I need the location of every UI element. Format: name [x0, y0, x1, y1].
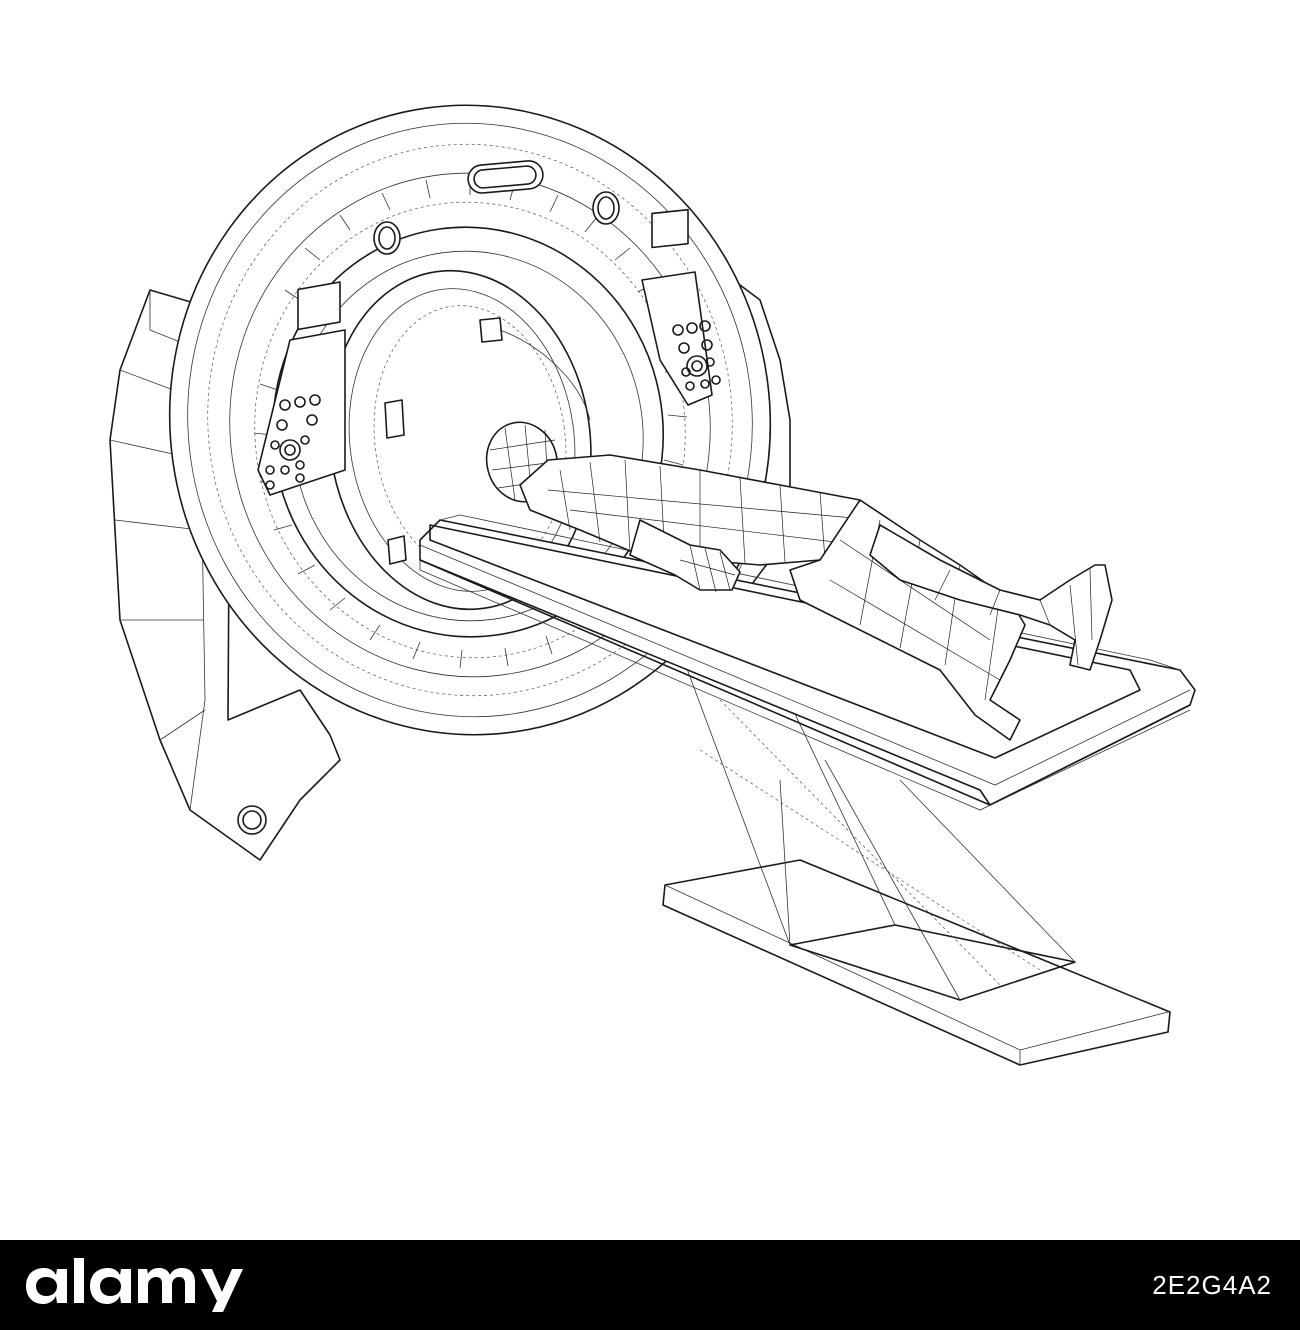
- watermark-bar: 2E2G4A2: [0, 1240, 1300, 1330]
- port-icon: [592, 191, 620, 225]
- button-grid-icon: [265, 394, 321, 490]
- ct-scanner-drawing: [109, 104, 1196, 1066]
- patient-figure: [485, 421, 1113, 741]
- bolt-icon: [237, 805, 267, 835]
- table-stand: [662, 639, 1171, 1066]
- ct-scanner-illustration: [109, 104, 1196, 1066]
- alamy-logo: [26, 1258, 243, 1312]
- port-icon: [373, 221, 401, 255]
- handle-slot-icon: [467, 160, 544, 194]
- image-id: 2E2G4A2: [1152, 1270, 1272, 1300]
- control-panel-right: [641, 208, 721, 406]
- button-grid-icon: [672, 320, 721, 391]
- control-panel-left: [257, 281, 346, 496]
